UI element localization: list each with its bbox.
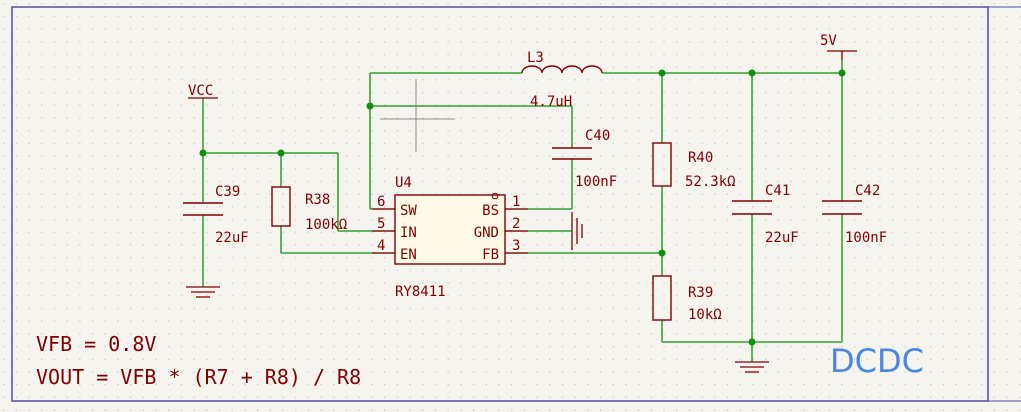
- c41-ref: C41: [765, 183, 790, 199]
- sheet-border: [11, 6, 989, 402]
- junctions: [199, 69, 846, 346]
- l3-value: 4.7uH: [530, 94, 572, 110]
- pin-bs-name: BS: [482, 203, 499, 219]
- pin-fb-name: FB: [482, 247, 499, 263]
- pin-in-num: 5: [377, 216, 385, 232]
- c41-value: 22uF: [765, 230, 799, 246]
- note-vfb: VFB = 0.8V: [36, 332, 156, 356]
- c40-ref: C40: [585, 128, 610, 144]
- r38-value: 100kΩ: [305, 217, 347, 233]
- cursor-crosshair: [380, 79, 455, 152]
- junction-dot: [366, 102, 374, 110]
- capacitor-c41[interactable]: [732, 200, 772, 215]
- pin-in-name: IN: [400, 225, 417, 241]
- 5v-power-symbol[interactable]: [827, 50, 857, 60]
- pin-en-num: 4: [377, 238, 385, 254]
- r39-value: 10kΩ: [688, 307, 722, 323]
- pin-gnd-num: 2: [512, 216, 520, 232]
- pin-fb-num: 3: [512, 238, 520, 254]
- junction-dot: [748, 338, 756, 346]
- r40-ref: R40: [688, 150, 713, 166]
- capacitor-c39[interactable]: [183, 202, 223, 216]
- junction-dot: [748, 69, 756, 77]
- junction-dot: [199, 149, 207, 157]
- pin-sw-name: SW: [400, 203, 417, 219]
- c42-value: 100nF: [845, 230, 887, 246]
- resistor-r40[interactable]: [652, 142, 672, 187]
- r40-value: 52.3kΩ: [685, 174, 736, 190]
- ic-u4[interactable]: [372, 192, 528, 265]
- ground-symbol-u4[interactable]: [571, 212, 583, 250]
- c39-value: 22uF: [215, 230, 249, 246]
- resistor-r38[interactable]: [271, 186, 291, 227]
- c40-value: 100nF: [575, 174, 617, 190]
- 5v-label: 5V: [820, 33, 837, 49]
- u4-ref: U4: [395, 175, 412, 191]
- pin-gnd-name: GND: [474, 225, 499, 241]
- c39-ref: C39: [215, 184, 240, 200]
- ground-symbol-output[interactable]: [735, 361, 769, 373]
- junction-dot: [658, 249, 666, 257]
- inductor-l3[interactable]: [521, 65, 603, 74]
- pin-sw-num: 6: [377, 194, 385, 210]
- r38-ref: R38: [305, 192, 330, 208]
- capacitor-c40[interactable]: [552, 147, 592, 160]
- junction-dot: [277, 149, 285, 157]
- ground-symbol-c39[interactable]: [186, 286, 220, 298]
- u4-value: RY8411: [395, 284, 446, 300]
- vcc-label: VCC: [188, 83, 213, 99]
- r39-ref: R39: [688, 285, 713, 301]
- junction-dot: [658, 69, 666, 77]
- pin-en-name: EN: [400, 247, 417, 263]
- c42-ref: C42: [855, 183, 880, 199]
- note-vout-formula: VOUT = VFB * (R7 + R8) / R8: [36, 365, 361, 389]
- resistor-r39[interactable]: [652, 275, 672, 321]
- junction-dot: [838, 69, 846, 77]
- pin-bs-num: 1: [512, 194, 520, 210]
- sheet-title: DCDC: [830, 342, 924, 380]
- l3-ref: L3: [527, 50, 544, 66]
- capacitor-c42[interactable]: [822, 200, 862, 215]
